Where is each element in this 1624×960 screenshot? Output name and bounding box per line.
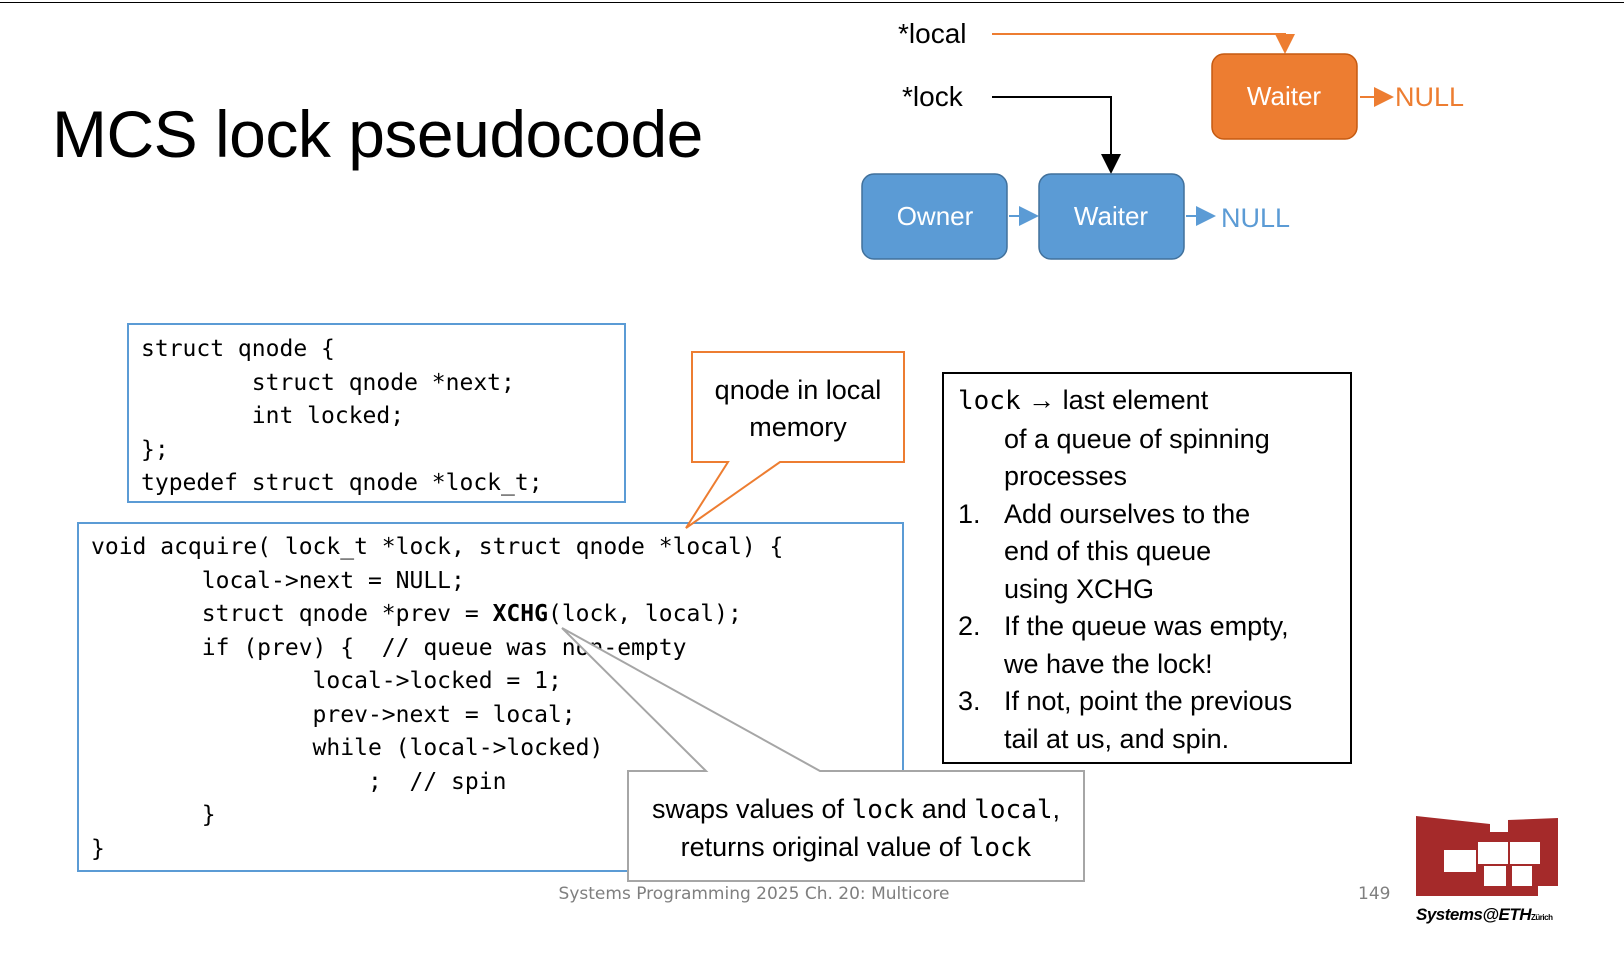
xchg-callout-text: swaps values of lock and local, returns … — [628, 791, 1084, 867]
acquire-line-2: local->next = NULL; — [91, 567, 465, 594]
step-3-line-1: If not, point the previous — [1004, 686, 1293, 716]
acquire-line-3-post: (lock, local); — [547, 601, 742, 627]
swap-pre: swaps values of — [651, 794, 852, 824]
local-pointer-label: *local — [898, 18, 966, 49]
waiter-node-orange — [1211, 53, 1358, 140]
qnode-callout-line-1: qnode in local — [714, 375, 882, 405]
qnode-callout-line-2: memory — [749, 412, 847, 442]
logo-subtext: Zürich — [1531, 913, 1553, 922]
intro-lock: lock — [958, 386, 1021, 416]
step-3-line-2: tail at us, and spin. — [1004, 723, 1230, 754]
swap-line2-pre: returns original value of — [680, 832, 969, 862]
steps-box: lock → last element of a queue of spinni… — [942, 372, 1352, 764]
top-rule — [0, 2, 1624, 3]
slide-title: MCS lock pseudocode — [52, 97, 703, 171]
struct-code: struct qnode { struct qnode *next; int l… — [141, 336, 543, 496]
acquire-rest: if (prev) { // queue was non-empty local… — [91, 634, 687, 862]
step-2-number: 2. — [958, 611, 981, 641]
xchg-callout-line-2: returns original value of lock — [628, 829, 1084, 867]
null-blue-label: NULL — [1221, 203, 1290, 233]
waiter-blue-label: Waiter — [1074, 201, 1148, 231]
step-2: 2. If the queue was empty, we have the l… — [958, 608, 1340, 683]
queue-diagram: *local *lock Waiter NULL Owner Waiter NU… — [861, 18, 1464, 260]
waiter-orange-label: Waiter — [1247, 81, 1321, 111]
owner-label: Owner — [897, 201, 974, 231]
step-1-line-3: using XCHG — [1004, 573, 1155, 604]
xchg-keyword: XCHG — [492, 601, 548, 627]
step-2-text: If the queue was empty, we have the lock… — [1004, 608, 1340, 683]
null-orange-label: NULL — [1395, 82, 1464, 112]
swap-comma: , — [1052, 794, 1061, 824]
waiter-node-blue — [1038, 173, 1185, 260]
steps-intro-line-3: processes — [1004, 461, 1128, 491]
intro-rest: → last element — [1020, 385, 1209, 415]
swap-local: local — [974, 795, 1053, 825]
step-3-text: If not, point the previous tail at us, a… — [1004, 683, 1340, 758]
xchg-callout-line-1: swaps values of lock and local, — [628, 791, 1084, 829]
slide-footer: Systems Programming 2025 Ch. 20: Multico… — [558, 884, 950, 904]
steps-intro: lock → last element — [958, 382, 1340, 421]
step-3-number: 3. — [958, 686, 981, 716]
page-number: 149 — [1358, 884, 1391, 904]
swap-and: and — [914, 794, 975, 824]
logo-text: Systems@ETHZürich — [1416, 905, 1553, 925]
qnode-callout-text: qnode in local memory — [692, 372, 904, 446]
acquire-line-1: void acquire( lock_t *lock, struct qnode… — [91, 534, 784, 560]
local-pointer-arrow — [992, 33, 1295, 54]
step-1-line-1: Add ourselves to the — [1004, 498, 1251, 529]
owner-node — [861, 173, 1008, 260]
acquire-code: void acquire( lock_t *lock, struct qnode… — [91, 531, 783, 866]
lock-pointer-arrow — [992, 96, 1121, 174]
step-2-line-2: we have the lock! — [1004, 648, 1213, 679]
acquire-line-3-pre: struct qnode *prev = — [91, 601, 493, 627]
swap-line2-lock: lock — [968, 833, 1032, 863]
step-3: 3. If not, point the previous tail at us… — [958, 683, 1340, 758]
step-2-line-1: If the queue was empty, — [1004, 611, 1289, 641]
step-1-number: 1. — [958, 498, 981, 529]
swap-lock: lock — [851, 795, 915, 825]
eth-logo-icon — [1416, 816, 1558, 896]
struct-code-box: struct qnode { struct qnode *next; int l… — [127, 323, 626, 503]
step-1-text: Add ourselves to the end of this queue u… — [1004, 496, 1340, 609]
step-1-line-2: end of this queue — [1004, 536, 1212, 566]
logo-main-text: Systems@ETH — [1416, 905, 1532, 924]
step-1: 1. Add ourselves to the end of this queu… — [958, 496, 1340, 609]
steps-intro-line-2: of a queue of spinning — [1004, 423, 1270, 454]
lock-pointer-label: *lock — [902, 81, 964, 112]
